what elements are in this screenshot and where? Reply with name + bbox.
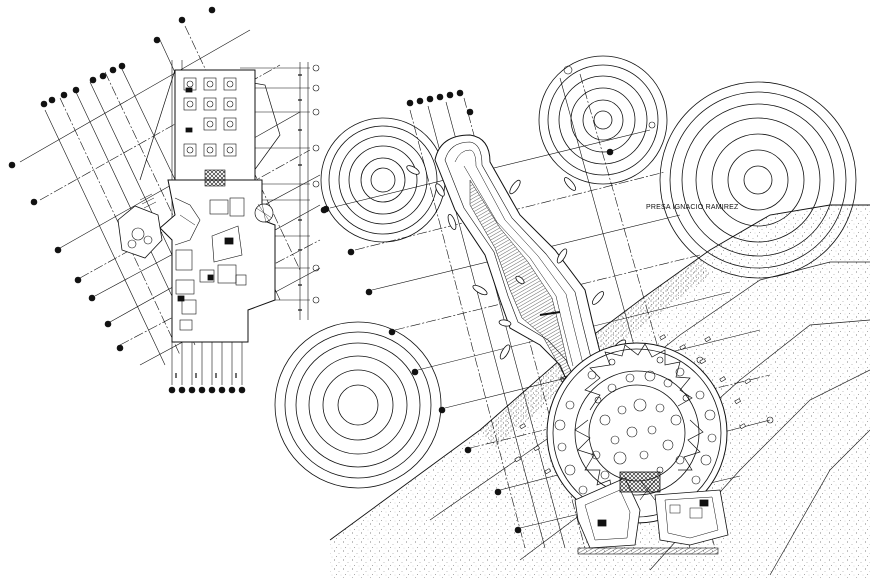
right-plan-grid-bubbles	[322, 65, 774, 534]
table-layout	[183, 77, 237, 157]
ring-group-topcenter	[538, 55, 668, 185]
left-plan-grid-bubbles	[8, 6, 328, 394]
dimension-ticks	[175, 74, 302, 378]
slope-markers	[514, 334, 752, 475]
ring-group-bottomleft	[274, 321, 442, 489]
concentric-circles	[274, 55, 857, 489]
ring-group-topleft	[320, 117, 446, 243]
plaza-buildings	[574, 471, 729, 555]
annotation-label: PRESA IGNACIO RAMIREZ	[646, 204, 739, 211]
left-plan-building	[117, 69, 281, 343]
ring-group-topright	[659, 81, 857, 279]
left-plan-grid	[19, 25, 321, 385]
boat-icons	[406, 165, 627, 360]
